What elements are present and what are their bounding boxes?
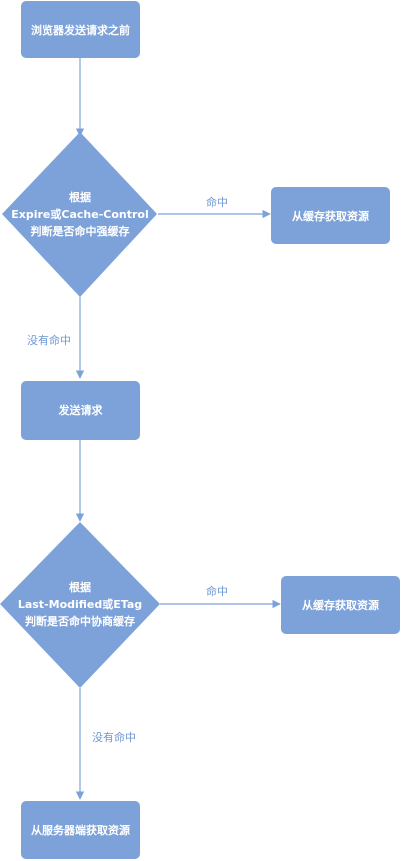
node-start: 浏览器发送请求之前: [21, 1, 140, 58]
node-send-request: 发送请求: [21, 381, 140, 440]
node-server-fetch-shape: [21, 801, 140, 859]
node-strong-check-line-3: 判断是否命中强缓存: [31, 224, 130, 238]
edge-label-strong-miss: 没有命中: [27, 333, 71, 347]
node-negotiate-check-shape: [0, 522, 160, 688]
node-strong-check-line-2: Expire或Cache-Control: [11, 207, 148, 221]
node-negotiate-hit-shape: [281, 576, 400, 634]
node-negotiate-hit: 从缓存获取资源: [281, 576, 400, 634]
edge-label-negotiate-hit: 命中: [206, 584, 228, 598]
node-negotiate-check-line-3: 判断是否命中协商缓存: [25, 614, 135, 628]
node-server-fetch: 从服务器端获取资源: [21, 801, 140, 859]
node-strong-check: 根据 Expire或Cache-Control 判断是否命中强缓存: [2, 132, 157, 297]
node-negotiate-hit-label: 从缓存获取资源: [302, 598, 379, 612]
edge-label-negotiate-miss: 没有命中: [92, 730, 136, 744]
node-send-request-shape: [21, 381, 140, 440]
node-strong-check-line-1: 根据: [69, 190, 91, 204]
node-negotiate-check-line-2: Last-Modified或ETag: [18, 597, 142, 611]
node-start-shape: [21, 1, 140, 58]
node-strong-hit-shape: [271, 187, 390, 244]
node-strong-hit-label: 从缓存获取资源: [292, 209, 369, 223]
node-strong-hit: 从缓存获取资源: [271, 187, 390, 244]
node-negotiate-check: 根据 Last-Modified或ETag 判断是否命中协商缓存: [0, 522, 160, 688]
node-negotiate-check-line-1: 根据: [69, 580, 91, 594]
node-send-request-label: 发送请求: [58, 403, 104, 417]
edge-label-strong-hit: 命中: [206, 195, 228, 209]
node-start-label: 浏览器发送请求之前: [31, 23, 130, 37]
node-strong-check-shape: [2, 132, 157, 297]
node-server-fetch-label: 从服务器端获取资源: [31, 823, 130, 837]
